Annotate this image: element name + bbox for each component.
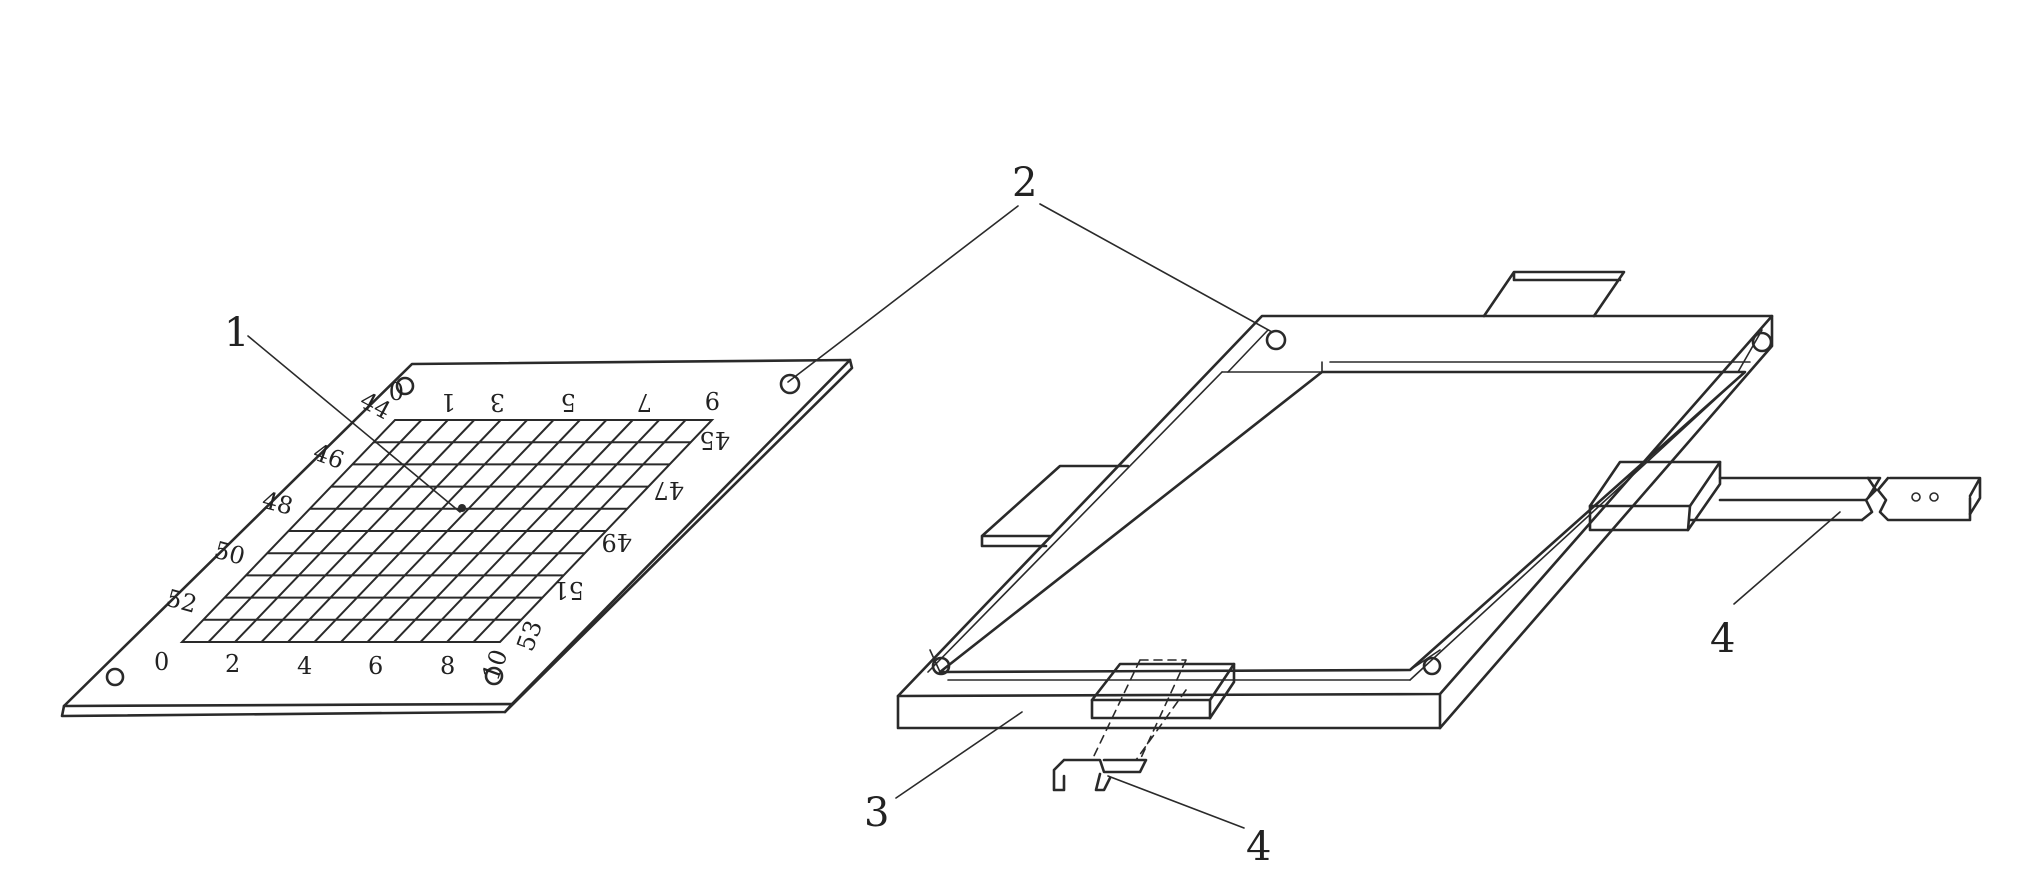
scale-top-3: 3 — [490, 388, 505, 416]
grid-column-line — [446, 419, 660, 643]
scale-right-45: 45 — [699, 426, 730, 454]
grid-column-line — [260, 419, 475, 643]
leader-3 — [895, 711, 1023, 799]
scale-bottom-6: 6 — [368, 652, 383, 680]
scale-right-47: 47 — [653, 476, 684, 504]
scale-left-48: 48 — [259, 486, 296, 521]
frame-hole-bottom-left — [931, 656, 951, 676]
leader-2-left — [787, 205, 1019, 383]
scale-left-52: 52 — [163, 584, 200, 619]
label-4-bottom: 4 — [1246, 824, 1271, 870]
label-2: 2 — [1012, 160, 1037, 206]
measurement-grid — [203, 419, 691, 643]
leader-4-bottom — [1107, 775, 1245, 829]
leader-4-right — [1733, 511, 1841, 605]
grid-center-point — [458, 504, 466, 512]
scale-bottom-2: 2 — [225, 650, 240, 678]
label-1: 1 — [224, 310, 249, 356]
scale-left-50: 50 — [211, 536, 248, 571]
leader-2-right — [1039, 203, 1273, 333]
frame-hole-top-right — [1751, 331, 1773, 353]
grid-column-line — [472, 419, 687, 643]
grid-column-line — [287, 419, 502, 643]
plate-hole-bottom-right — [484, 666, 504, 686]
grid-column-line — [313, 419, 528, 643]
grid-column-line — [234, 419, 449, 643]
scale-bottom-4: 4 — [297, 652, 312, 680]
reference-labels: 1 2 3 4 4 — [224, 160, 1841, 870]
scale-bottom-10: 10 — [477, 646, 514, 684]
side-clamp-bottom — [1052, 659, 1236, 792]
frame-assembly — [896, 270, 1982, 792]
scale-bottom-0: 0 — [154, 648, 169, 676]
scale-right-49: 49 — [601, 528, 632, 556]
frame-hole-bottom-right — [1422, 656, 1442, 676]
grid-plate — [60, 358, 854, 718]
plate-hole-top-right — [779, 373, 801, 395]
grid-column-line — [207, 419, 423, 643]
plate-hole-top-left — [395, 376, 415, 396]
scale-top-0: 0 — [389, 376, 404, 404]
grid-column-line — [340, 419, 555, 643]
grid-column-line — [366, 419, 581, 643]
grid-column-line — [393, 419, 608, 643]
leader-1 — [247, 335, 461, 513]
frame-tab-top — [1482, 270, 1626, 318]
scale-left-46: 46 — [310, 438, 348, 475]
frame-hole-top-left — [1265, 329, 1287, 351]
scale-top-9: 9 — [705, 386, 720, 414]
scale-bottom-8: 8 — [440, 652, 455, 680]
scale-top-7: 7 — [637, 388, 652, 416]
side-clamp-right — [1588, 460, 1982, 532]
label-3: 3 — [864, 790, 889, 836]
plate-hole-bottom-left — [105, 667, 125, 687]
frame-tab-left — [980, 464, 1130, 548]
scale-right-51: 51 — [553, 576, 584, 604]
scale-top-1: 1 — [441, 388, 456, 416]
scale-top-5: 5 — [561, 388, 576, 416]
grid-column-line — [419, 419, 634, 643]
label-4-right: 4 — [1710, 616, 1735, 662]
scale-right-53: 53 — [511, 617, 548, 655]
